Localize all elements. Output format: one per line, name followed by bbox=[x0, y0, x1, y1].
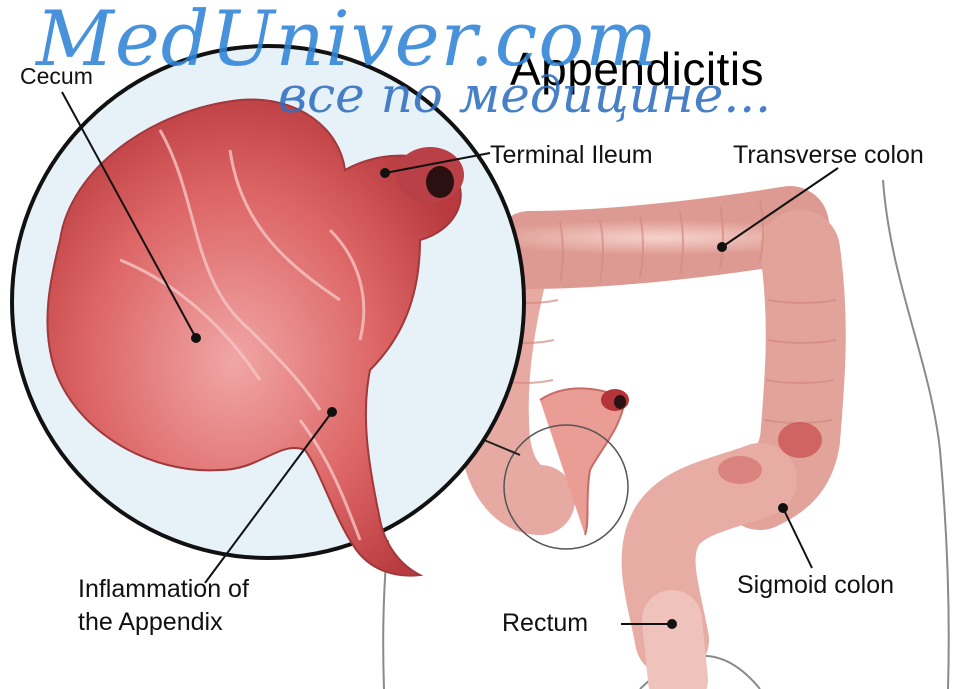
watermark-tagline: все по медицине... bbox=[278, 66, 771, 124]
label-rectum: Rectum bbox=[502, 608, 588, 639]
magnified-view bbox=[12, 46, 524, 576]
label-inflammation-line2: the Appendix bbox=[78, 607, 223, 638]
label-sigmoid-colon: Sigmoid colon bbox=[737, 570, 894, 601]
label-transverse-colon: Transverse colon bbox=[733, 140, 924, 171]
label-terminal-ileum: Terminal Ileum bbox=[490, 140, 653, 171]
label-inflammation-line1: Inflammation of bbox=[78, 574, 249, 605]
